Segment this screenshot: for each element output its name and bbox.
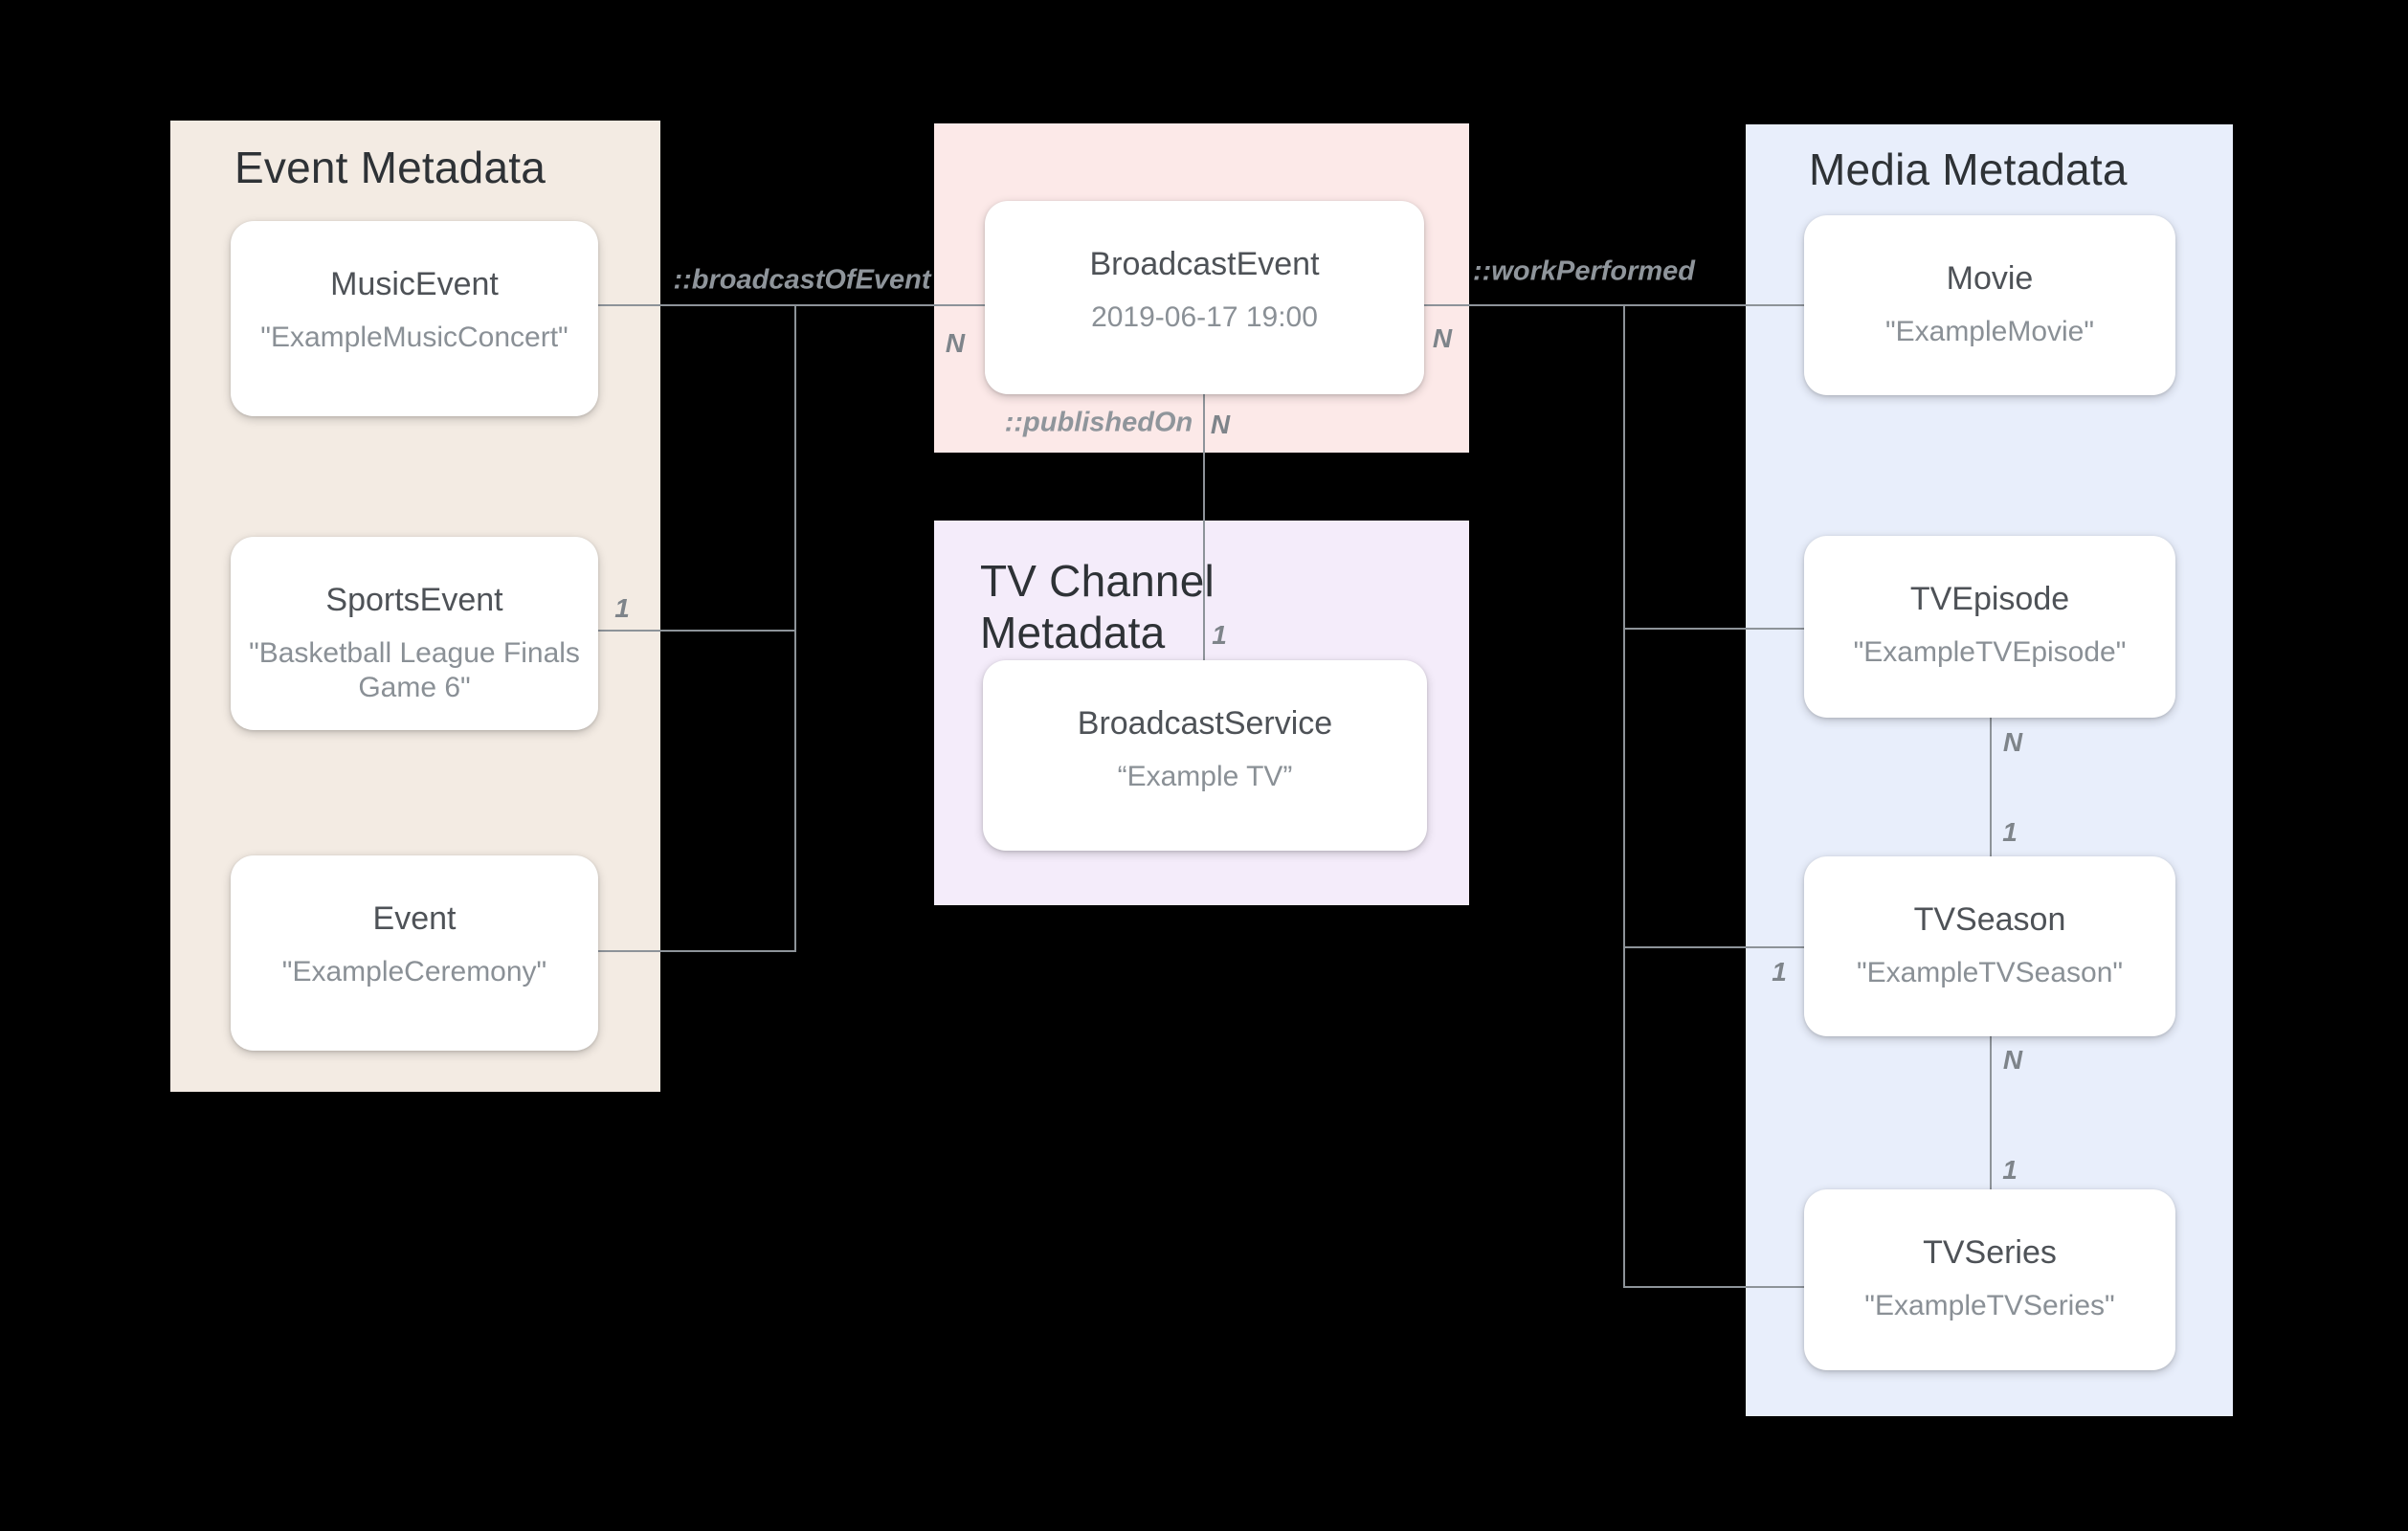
connector-tvseason-branch <box>1623 946 1806 948</box>
node-title: BroadcastService <box>1077 705 1333 742</box>
node-value: "ExampleCeremony" <box>281 956 547 987</box>
cardinality-publishedon-n: N <box>1210 410 1231 439</box>
cardinality-broadcastservice-1: 1 <box>1212 620 1227 650</box>
cardinality-tvepisode-bottom-n: N <box>2002 727 2023 757</box>
relationship-label-broadcastofevent: ::broadcastOfEvent <box>673 264 931 296</box>
node-value: "ExampleTVSeries" <box>1864 1290 2115 1321</box>
node-tvseries: TVSeries "ExampleTVSeries" <box>1804 1189 2175 1370</box>
relationship-label-workperformed: ::workPerformed <box>1472 255 1696 287</box>
node-value: "ExampleTVSeason" <box>1856 957 2124 988</box>
cardinality-broadcastevent-left-n: N <box>945 328 966 358</box>
connector-tvseries-branch <box>1623 1286 1806 1288</box>
node-sportsevent: SportsEvent "Basketball League Finals Ga… <box>231 537 598 730</box>
node-value: “Example TV” <box>1117 761 1293 792</box>
node-broadcastevent: BroadcastEvent 2019-06-17 19:00 <box>985 201 1424 394</box>
connector-publishedon-vertical <box>1203 392 1205 662</box>
connector-episode-season-vertical <box>1990 716 1992 859</box>
cardinality-tvseason-left-1: 1 <box>1772 957 1787 987</box>
node-value: "ExampleMovie" <box>1884 316 2095 347</box>
connector-event-branch <box>598 950 796 952</box>
cardinality-sportsevent-1: 1 <box>614 593 630 623</box>
node-broadcastservice: BroadcastService “Example TV” <box>983 660 1427 851</box>
panel-title-tv-channel-metadata: TV Channel Metadata <box>980 556 1215 658</box>
panel-title-media-metadata: Media Metadata <box>1809 144 2128 194</box>
connector-sportsevent-branch <box>598 630 796 632</box>
relationship-label-publishedon: ::publishedOn <box>1004 407 1193 438</box>
node-value: "Basketball League Finals Game 6" <box>249 637 580 703</box>
node-value: "ExampleTVEpisode" <box>1853 636 2127 668</box>
node-title: MusicEvent <box>330 266 499 302</box>
node-title: TVSeason <box>1913 901 2066 938</box>
cardinality-tvseason-top-1: 1 <box>2002 817 2018 847</box>
node-tvepisode: TVEpisode "ExampleTVEpisode" <box>1804 536 2175 718</box>
panel-title-event-metadata: Event Metadata <box>234 143 546 192</box>
node-title: TVSeries <box>1923 1234 2057 1271</box>
node-tvseason: TVSeason "ExampleTVSeason" <box>1804 856 2175 1036</box>
node-musicevent: MusicEvent "ExampleMusicConcert" <box>231 221 598 416</box>
node-value: 2019-06-17 19:00 <box>1091 301 1318 333</box>
node-event: Event "ExampleCeremony" <box>231 855 598 1051</box>
connector-tvepisode-branch <box>1623 628 1806 630</box>
node-title: SportsEvent <box>325 582 503 618</box>
connector-season-series-vertical <box>1990 1034 1992 1191</box>
node-title: Event <box>372 900 457 937</box>
connector-media-trunk <box>1623 304 1625 1288</box>
node-movie: Movie "ExampleMovie" <box>1804 215 2175 395</box>
node-title: TVEpisode <box>1909 581 2070 617</box>
node-title: Movie <box>1946 260 2034 297</box>
node-value: "ExampleMusicConcert" <box>260 322 569 353</box>
cardinality-tvseason-bottom-n: N <box>2002 1045 2023 1075</box>
cardinality-tvseries-top-1: 1 <box>2002 1155 2018 1185</box>
connector-event-trunk <box>794 304 796 952</box>
cardinality-broadcastevent-right-n: N <box>1432 323 1453 353</box>
node-title: BroadcastEvent <box>1089 246 1320 282</box>
